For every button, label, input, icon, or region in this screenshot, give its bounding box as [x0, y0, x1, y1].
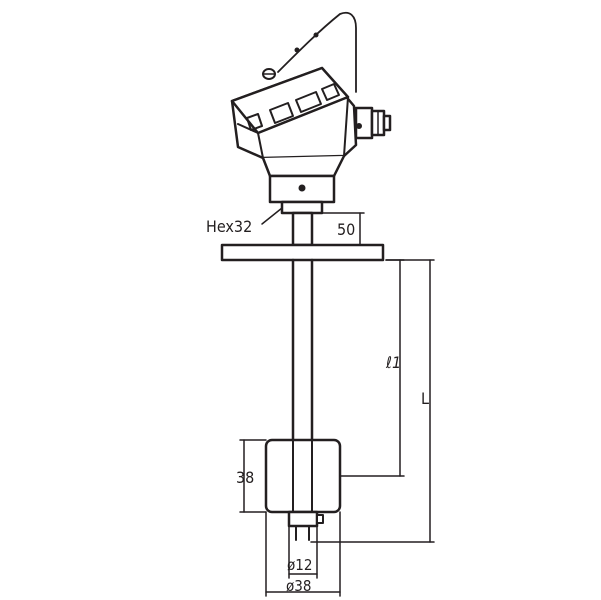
- total-length-label: L: [421, 389, 429, 408]
- terminal-head: [230, 11, 392, 160]
- flange-height-label: 50: [337, 220, 355, 239]
- float-height-label: 38: [236, 468, 254, 487]
- dim-float-height: [239, 439, 267, 513]
- hex-leader: [261, 207, 283, 225]
- stem-diameter-label: ø12: [287, 556, 312, 574]
- l1-label: ℓ1: [385, 353, 401, 372]
- stop-collar: [287, 510, 324, 541]
- neck-screw-icon: [298, 184, 306, 192]
- float: [264, 438, 342, 514]
- mounting-flange: [220, 243, 385, 262]
- dim-diameter-float: [265, 511, 341, 597]
- dim-L: [310, 259, 435, 543]
- stem-tube: [291, 258, 314, 442]
- float-diameter-label: ø38: [286, 577, 311, 595]
- dim-diameter-stem: [288, 526, 318, 579]
- dim-50: [321, 212, 365, 246]
- head-neck: [261, 154, 346, 247]
- hex-label: Hex32: [206, 217, 252, 236]
